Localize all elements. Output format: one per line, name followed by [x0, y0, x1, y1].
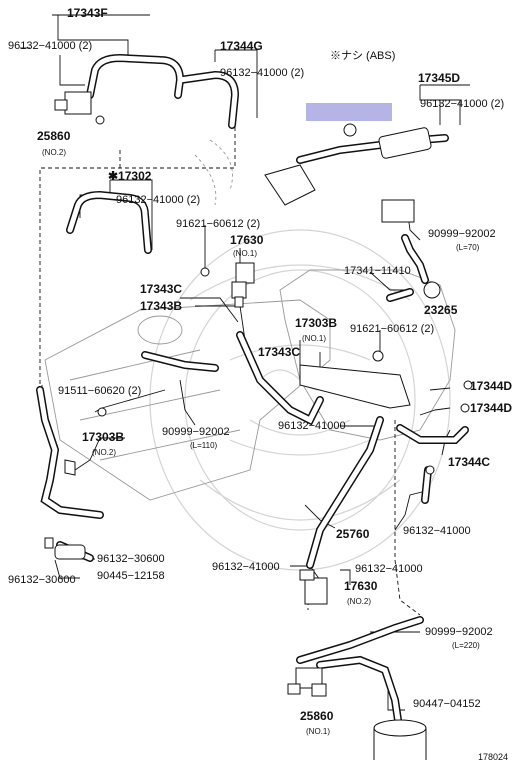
label-96132-d: 96132−41000 (2) — [420, 98, 505, 110]
label-no2-17303b: (NO.2) — [92, 448, 116, 457]
label-17343f: 17343F — [67, 6, 108, 20]
label-17630-top: 17630 — [230, 233, 264, 247]
vsv-17630-no2 — [304, 577, 328, 605]
label-no1-25860: (NO.1) — [306, 727, 330, 736]
label-17341: 17341−11410 — [344, 265, 411, 277]
label-96132-302: 96132−41000 (2) — [116, 194, 201, 206]
pipe-17345d — [378, 127, 432, 159]
diagram-id: 178024 — [478, 752, 509, 762]
label-no2-17630: (NO.2) — [347, 597, 371, 606]
label-abs-note: ※ナシ (ABS) — [330, 50, 396, 62]
label-91621-top: 91621−60612 (2) — [176, 218, 261, 230]
vsv-17630-no1 — [235, 262, 255, 284]
label-17303b-no2: 17303B — [82, 430, 125, 444]
label-17344c: 17344C — [448, 455, 491, 469]
label-17343b-top: 17343B — [140, 299, 183, 313]
label-96132-right: 96132−41000 — [403, 525, 471, 537]
label-l220: (L=220) — [452, 641, 480, 650]
label-no1-17630: (NO.1) — [233, 249, 257, 258]
label-l110: (L=110) — [190, 441, 218, 450]
label-17343c-mid: 17343C — [258, 345, 301, 359]
pipe-17303b-no1 — [299, 364, 411, 409]
label-no1-17303b: (NO.1) — [302, 334, 326, 343]
label-96132-br: 96132−41000 — [355, 563, 423, 575]
abs-valve — [264, 164, 316, 206]
label-17302: ✱17302 — [108, 169, 152, 183]
label-23265: 23265 — [424, 303, 458, 317]
label-17344d-2: 17344D — [470, 401, 513, 415]
label-90445: 90445−12158 — [97, 570, 165, 582]
label-l70: (L=70) — [456, 243, 480, 252]
label-96132-tl: 96132−41000 (2) — [8, 40, 93, 52]
label-25860-tl: 25860 — [37, 129, 71, 143]
vsv-top-left — [64, 91, 92, 115]
engine-outline — [44, 139, 456, 501]
label-90447: 90447−04152 — [413, 698, 481, 710]
label-17630-bot: 17630 — [344, 579, 378, 593]
label-25760: 25760 — [336, 527, 370, 541]
label-96132-g: 96132−41000 (2) — [220, 67, 305, 79]
label-96132-mid: 96132−41000 — [278, 420, 346, 432]
label-17344g: 17344G — [220, 39, 263, 53]
label-90999-bot: 90999−92002 — [425, 626, 493, 638]
filter-23265 — [423, 281, 441, 299]
label-25860-bot: 25860 — [300, 709, 334, 723]
label-90999-top: 90999−92002 — [428, 228, 496, 240]
leader-lines — [20, 14, 470, 711]
vsv-25860-no1 — [295, 667, 323, 689]
background-watermark — [149, 229, 451, 571]
components — [44, 91, 473, 760]
label-no2-tl: (NO.2) — [42, 148, 66, 157]
filter-90999-top — [381, 199, 415, 223]
label-17343c-top: 17343C — [140, 282, 183, 296]
label-96132-bl: 96132−41000 — [212, 561, 280, 573]
label-17303b-no1: 17303B — [295, 316, 338, 330]
label-91511: 91511−60620 (2) — [58, 385, 142, 397]
label-17344d-1: 17344D — [470, 379, 513, 393]
cylinder-bottom — [373, 719, 427, 737]
highlighted-part-box — [306, 103, 392, 121]
label-91621-mid: 91621−60612 (2) — [350, 323, 435, 335]
label-90999-mid: 90999−92002 — [162, 426, 230, 438]
label-17345d: 17345D — [418, 71, 461, 85]
label-96132-30600-r: 96132−30600 — [97, 553, 165, 565]
label-96132-30600-l: 96132−30600 — [8, 574, 76, 586]
